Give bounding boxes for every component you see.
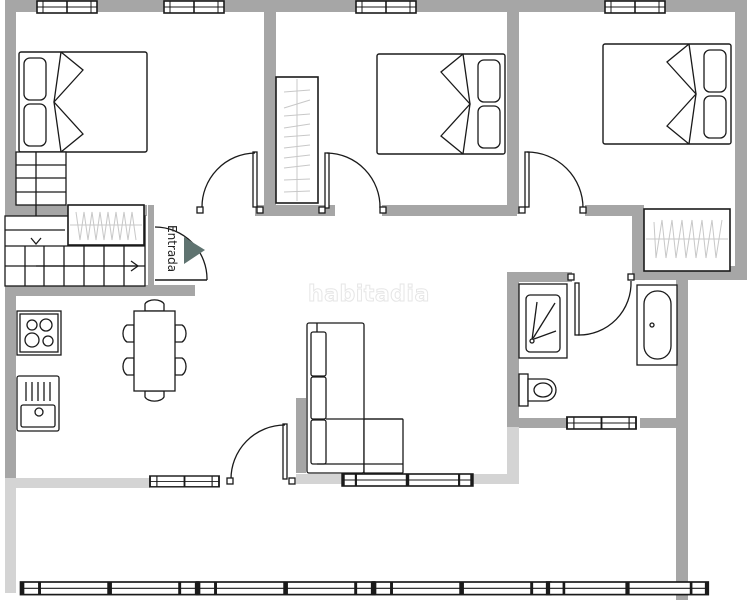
shower	[518, 283, 568, 359]
l-sofa	[306, 322, 404, 474]
wardrobe-bedroom-2	[275, 76, 319, 204]
bed-bedroom-3	[602, 43, 732, 145]
wardrobe-right	[643, 208, 731, 272]
doors	[196, 151, 635, 485]
bed-bedroom-2	[376, 53, 506, 155]
bathtub	[636, 284, 678, 366]
entrance-label: Entrada	[165, 225, 179, 273]
entrance-arrow-icon	[184, 237, 205, 264]
bed-bedroom-1	[18, 51, 148, 153]
entrance-door[interactable]	[154, 226, 208, 281]
dining-table	[122, 299, 187, 402]
wardrobe-hall	[67, 204, 145, 246]
cooktop	[16, 310, 62, 356]
sink	[16, 375, 60, 432]
watermark: habitadia	[308, 282, 430, 308]
toilet	[518, 373, 557, 407]
terrace-walls	[5, 427, 519, 593]
